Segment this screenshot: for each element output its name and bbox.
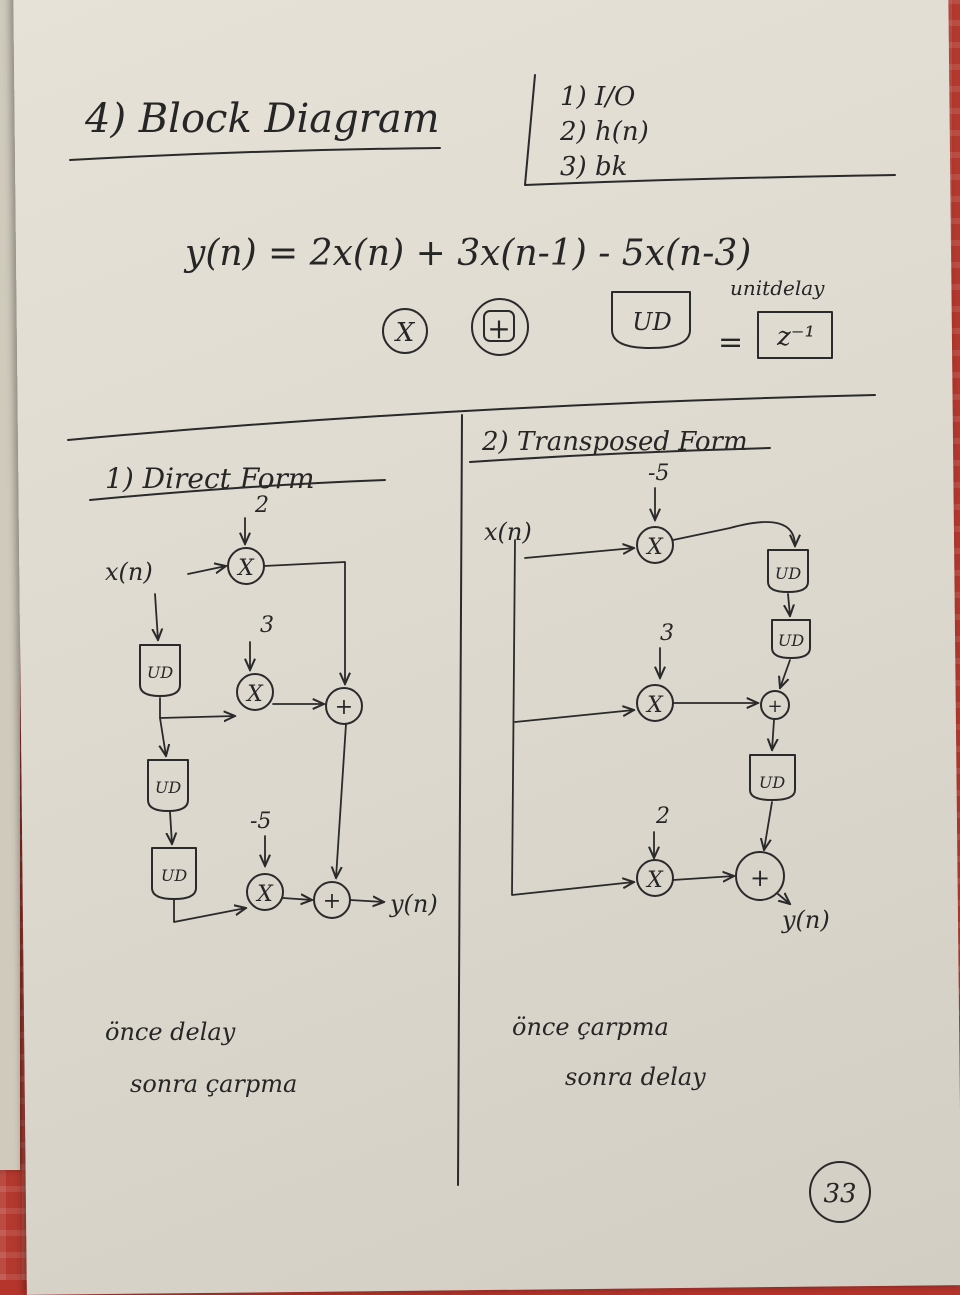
dir-multiplier-1-label: X <box>236 556 255 581</box>
dir-unit-delay-2-icon <box>147 759 189 812</box>
dir-multiplier-2-icon <box>236 673 274 711</box>
trans-unit-delay-3-icon <box>749 754 796 801</box>
trans-unit-delay-3-label: UD <box>759 773 785 792</box>
trans-multiplier-3-label: X <box>645 868 664 893</box>
multiplier-symbol-label: X <box>394 318 416 348</box>
direct-form-underline <box>89 479 386 501</box>
dir-multiplier-3-label: X <box>255 882 274 907</box>
trans-wire-mult1-ud1 <box>672 521 795 546</box>
direct-form-input-label: x(n) <box>105 558 153 586</box>
equals-sign: = <box>718 325 743 360</box>
direct-form-output-label: y(n) <box>389 890 438 918</box>
trans-adder-2-label: + <box>750 864 770 892</box>
direct-form-note-2: sonra çarpma <box>130 1070 297 1098</box>
direct-form-section: 1) Direct Form x(n) 2 3 -5 X X X + + UD … <box>89 462 438 1098</box>
dir-wire-input-ud1 <box>155 593 158 640</box>
dir-wire-ud3-mult3 <box>173 899 246 923</box>
underlying-paper <box>0 0 20 1170</box>
dir-wire-ud1-mult2 <box>159 697 235 718</box>
transposed-form-note-2: sonra delay <box>565 1063 706 1091</box>
trans-multiplier-3-icon <box>636 859 674 897</box>
page-number: 33 <box>823 1179 856 1209</box>
dir-unit-delay-3-icon <box>151 847 197 900</box>
page-number-circle-icon <box>809 1161 871 1223</box>
unit-delay-symbol-icon <box>611 291 691 349</box>
dir-unit-delay-3-label: UD <box>161 866 187 885</box>
checklist-item-2: 2) h(n) <box>559 117 649 147</box>
dir-wire-adder1-adder2 <box>336 723 347 878</box>
dir-unit-delay-1-label: UD <box>147 663 173 682</box>
dir-adder-2-label: + <box>323 889 341 914</box>
unit-delay-symbol-label: UD <box>632 308 671 336</box>
trans-form-coef-1: -5 <box>648 461 669 486</box>
transposed-form-input-label: x(n) <box>484 518 532 546</box>
z-inverse-box-icon <box>757 311 833 359</box>
trans-wire-adder1-ud3 <box>772 719 774 750</box>
dir-unit-delay-2-label: UD <box>155 778 181 797</box>
trans-unit-delay-2-label: UD <box>778 631 804 650</box>
trans-wire-input-mult1 <box>524 548 634 559</box>
checklist-item-3: 3) bk <box>560 152 627 182</box>
dir-wire-mult1-adder1 <box>263 561 345 684</box>
trans-wire-input-mult2 <box>514 710 634 723</box>
dir-wire-ud1-ud2 <box>160 717 166 756</box>
transposed-form-note-1: önce çarpma <box>512 1013 669 1041</box>
trans-wire-ud3-adder2 <box>764 801 773 850</box>
trans-wire-ud1-ud2 <box>788 593 790 616</box>
page-title: 4) Block Diagram <box>84 96 440 142</box>
trans-form-coef-2: 3 <box>660 621 674 646</box>
dir-wire-input-mult1 <box>187 566 226 575</box>
trans-wire-input-trunk <box>511 539 634 896</box>
adder-symbol-outer-icon <box>471 298 529 356</box>
dir-wire-ud2-ud3 <box>170 811 172 844</box>
legend: X + UD unitdelay = z⁻¹ <box>382 276 833 360</box>
transposed-form-heading: 2) Transposed Form <box>481 427 748 457</box>
dir-multiplier-3-icon <box>246 873 284 911</box>
transposed-form-section: 2) Transposed Form x(n) -5 3 2 X X X UD … <box>469 427 830 1091</box>
direct-form-note-1: önce delay <box>105 1018 236 1046</box>
trans-unit-delay-1-label: UD <box>775 564 801 583</box>
adder-symbol-label: + <box>487 312 510 345</box>
difference-equation: y(n) = 2x(n) + 3x(n-1) - 5x(n-3) <box>183 233 751 274</box>
trans-multiplier-1-label: X <box>645 535 664 560</box>
direct-form-coef-3: -5 <box>250 809 271 834</box>
title-underline <box>69 147 441 161</box>
trans-unit-delay-2-icon <box>771 619 811 659</box>
trans-adder-1-label: + <box>767 696 782 717</box>
z-inverse-label: z⁻¹ <box>776 322 815 352</box>
dir-wire-adder2-output <box>349 900 384 902</box>
trans-adder-1-icon <box>760 690 790 720</box>
dir-adder-1-label: + <box>335 695 353 720</box>
trans-wire-mult3-adder2 <box>672 876 734 880</box>
adder-symbol-inner-icon <box>483 310 515 342</box>
checklist-item-1: 1) I/O <box>560 82 635 112</box>
direct-form-coef-2: 3 <box>260 613 274 638</box>
dir-adder-1-icon <box>325 687 363 725</box>
dir-wire-mult3-adder2 <box>282 898 312 900</box>
trans-multiplier-1-icon <box>636 526 674 564</box>
unit-delay-caption: unitdelay <box>730 276 825 300</box>
checklist-bracket <box>524 74 896 186</box>
trans-form-coef-3: 2 <box>655 804 670 829</box>
transposed-form-underline <box>469 447 771 463</box>
multiplier-symbol-icon <box>382 308 428 354</box>
trans-multiplier-2-label: X <box>645 693 664 718</box>
trans-wire-adder2-output <box>777 894 790 904</box>
direct-form-coef-1: 2 <box>254 493 269 518</box>
transposed-form-output-label: y(n) <box>781 906 830 934</box>
dir-unit-delay-1-icon <box>139 644 181 697</box>
trans-wire-ud2-adder1 <box>780 659 791 688</box>
vertical-divider <box>457 414 463 1186</box>
dir-multiplier-2-label: X <box>245 682 264 707</box>
trans-unit-delay-1-icon <box>767 549 809 593</box>
horizontal-divider <box>67 394 876 441</box>
